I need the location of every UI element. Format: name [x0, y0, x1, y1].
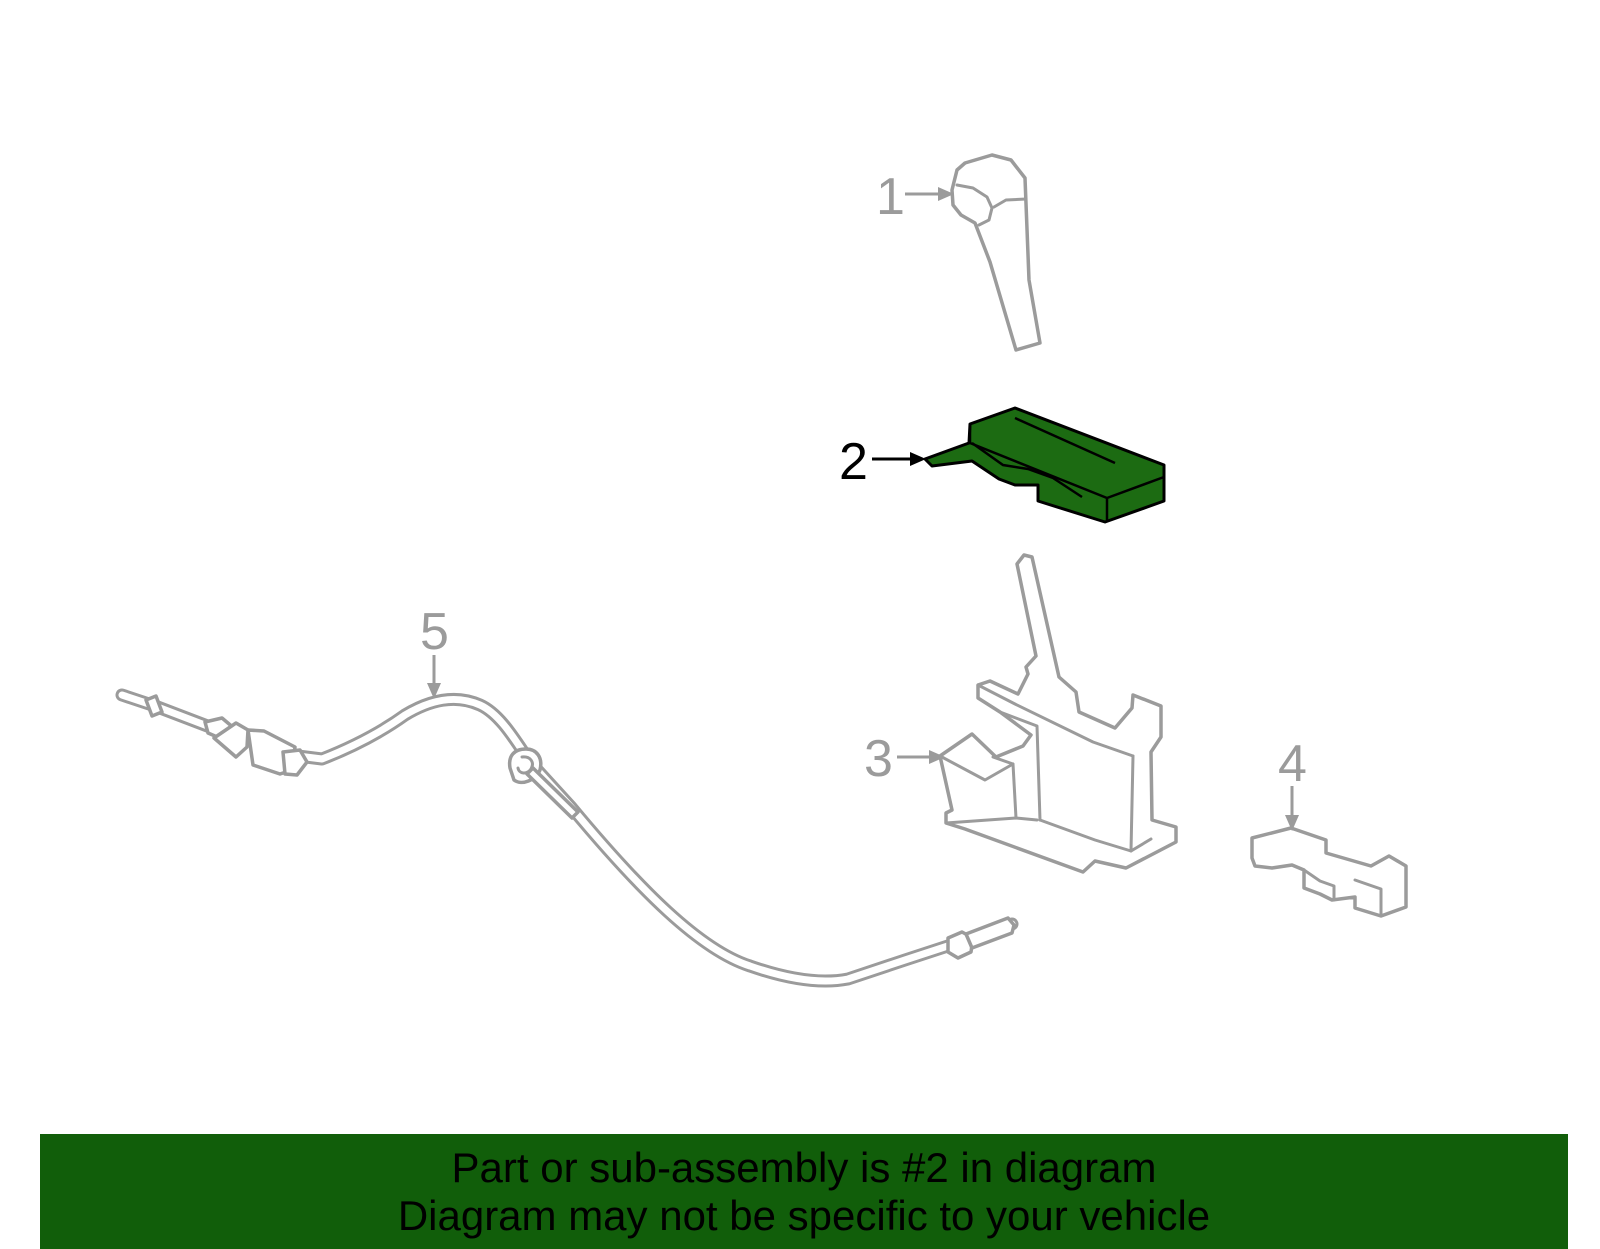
part-5-shift-cable: [115, 688, 1019, 988]
arrow-right-icon: [929, 750, 945, 764]
callout-number-5: 5: [420, 603, 449, 661]
callout-number-1: 1: [876, 168, 905, 226]
callout-3: 3: [864, 730, 945, 788]
banner-line-part: Part or sub-assembly is #2 in diagram: [451, 1144, 1157, 1191]
part-1-shift-knob: [950, 153, 1042, 352]
callout-1: 1: [876, 168, 954, 226]
callout-number-2: 2: [839, 433, 868, 491]
part-3-shifter-assembly: [938, 553, 1178, 874]
callout-number-3: 3: [864, 730, 893, 788]
callout-5: 5: [420, 603, 449, 699]
part-4-bracket: [1250, 826, 1408, 918]
banner-line-disclaimer: Diagram may not be specific to your vehi…: [397, 1192, 1211, 1239]
callout-number-4: 4: [1278, 735, 1307, 793]
arrow-down-icon: [427, 683, 441, 699]
part-2-highlighted: [923, 406, 1166, 524]
callout-4: 4: [1278, 735, 1307, 831]
arrow-right-icon: [938, 187, 954, 201]
arrow-right-icon: [910, 452, 926, 466]
callout-2: 2: [839, 433, 926, 491]
arrow-down-icon: [1285, 815, 1299, 831]
part-info-banner: Part or sub-assembly is #2 in diagram Di…: [40, 1134, 1568, 1249]
